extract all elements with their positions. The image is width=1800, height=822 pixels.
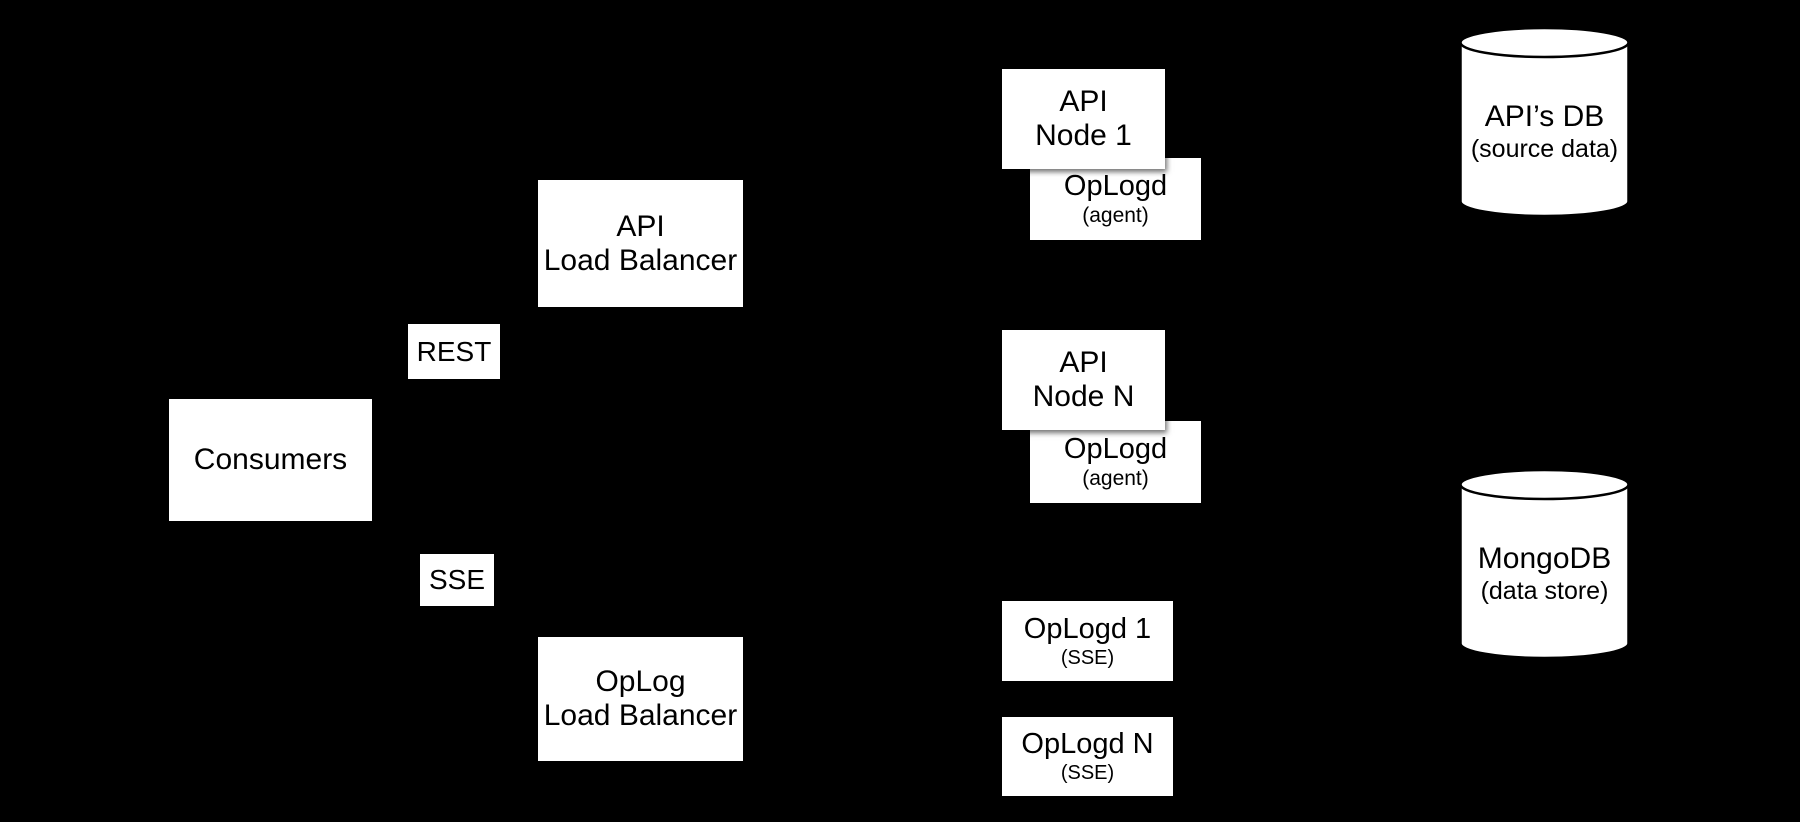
api-node-n: API Node N xyxy=(1002,330,1165,430)
apis-db-label: API’s DB (source data) xyxy=(1459,26,1630,218)
api-load-balancer-node: API Load Balancer xyxy=(538,180,743,307)
sse-protocol-node: SSE xyxy=(420,554,494,606)
mongodb-label: MongoDB (data store) xyxy=(1459,468,1630,660)
api-load-balancer-line2: Load Balancer xyxy=(543,243,738,277)
database-icon xyxy=(1459,468,1630,660)
oplogd-agent-1-line2: (agent) xyxy=(1082,203,1149,227)
rest-label: REST xyxy=(416,335,492,367)
sse-label: SSE xyxy=(428,564,486,595)
oplogd-sse-1-node: OpLogd 1 (SSE) xyxy=(1002,601,1173,681)
mongodb-cylinder: MongoDB (data store) xyxy=(1459,468,1630,660)
api-load-balancer-line1: API xyxy=(616,209,665,243)
oplog-load-balancer-line2: Load Balancer xyxy=(543,699,738,732)
mongodb-line2: (data store) xyxy=(1480,577,1609,605)
mongodb-line1: MongoDB xyxy=(1477,542,1612,575)
oplog-load-balancer-line1: OpLog xyxy=(595,665,686,698)
oplogd-agent-n-node: OpLogd (agent) xyxy=(1030,421,1201,503)
api-node-n-line1: API xyxy=(1059,346,1108,379)
oplogd-agent-n-line1: OpLogd xyxy=(1063,432,1168,465)
rest-protocol-node: REST xyxy=(408,324,500,379)
oplogd-agent-n-line2: (agent) xyxy=(1082,466,1149,490)
api-node-1-line1: API xyxy=(1059,85,1108,118)
consumers-node: Consumers xyxy=(169,399,372,521)
database-icon xyxy=(1459,26,1630,218)
oplog-load-balancer-node: OpLog Load Balancer xyxy=(538,637,743,761)
oplogd-sse-1-line1: OpLogd 1 xyxy=(1023,612,1152,645)
api-node-n-line2: Node N xyxy=(1032,380,1135,413)
apis-db-line2: (source data) xyxy=(1470,135,1619,163)
api-node-1-line2: Node 1 xyxy=(1035,119,1132,152)
oplogd-sse-n-line1: OpLogd N xyxy=(1021,728,1154,760)
oplogd-agent-1-node: OpLogd (agent) xyxy=(1030,158,1201,240)
api-node-1: API Node 1 xyxy=(1002,69,1165,169)
apis-db-cylinder: API’s DB (source data) xyxy=(1459,26,1630,218)
oplogd-sse-n-node: OpLogd N (SSE) xyxy=(1002,717,1173,796)
oplogd-sse-n-line2: (SSE) xyxy=(1060,762,1115,784)
consumers-label: Consumers xyxy=(193,443,348,476)
apis-db-line1: API’s DB xyxy=(1484,100,1605,133)
oplogd-sse-1-line2: (SSE) xyxy=(1060,646,1115,669)
oplogd-agent-1-line1: OpLogd xyxy=(1063,169,1168,202)
